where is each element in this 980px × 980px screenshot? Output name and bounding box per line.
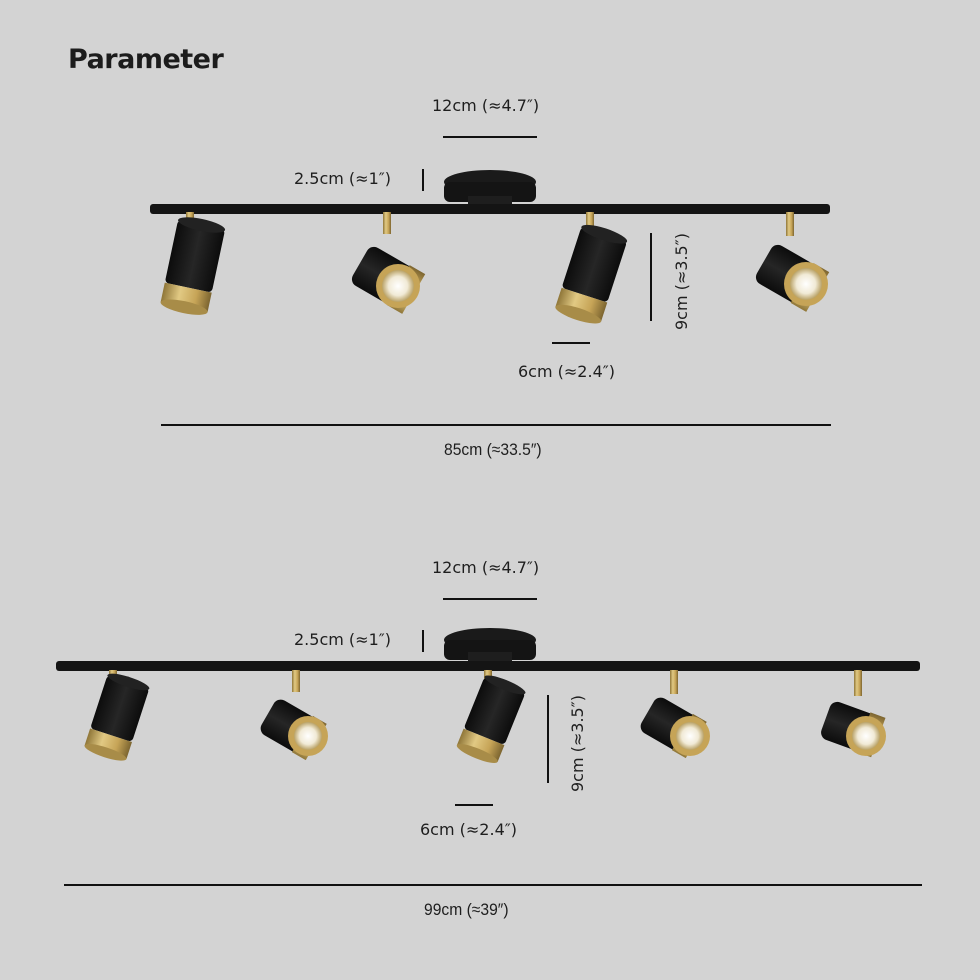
head-diameter-label: 6cm (≈2.4″) xyxy=(420,820,517,839)
total-length-dimension-line xyxy=(161,424,831,426)
track-light-4-head-illustration xyxy=(150,170,830,324)
canopy-height-dimension-line xyxy=(422,630,424,652)
canopy-width-label: 12cm (≈4.7″) xyxy=(432,96,540,115)
canopy-height-label: 2.5cm (≈1″) xyxy=(294,169,391,188)
page-title: Parameter xyxy=(68,44,224,75)
canopy-width-dimension-line xyxy=(443,598,537,600)
head-diameter-dimension-line xyxy=(552,342,590,344)
canopy-width-dimension-line xyxy=(443,136,537,138)
canopy-height-label: 2.5cm (≈1″) xyxy=(294,630,391,649)
head-height-label: 9cm (≈3.5″) xyxy=(672,233,691,330)
canopy-width-label: 12cm (≈4.7″) xyxy=(432,558,540,577)
head-height-dimension-line xyxy=(547,695,549,783)
track-light-5-head-illustration xyxy=(56,628,920,763)
head-diameter-label: 6cm (≈2.4″) xyxy=(518,362,615,381)
head-height-dimension-line xyxy=(650,233,652,321)
total-length-label: 99cm (≈39″) xyxy=(424,900,509,919)
head-diameter-dimension-line xyxy=(455,804,493,806)
canopy-height-dimension-line xyxy=(422,169,424,191)
head-height-label: 9cm (≈3.5″) xyxy=(568,695,587,792)
total-length-label: 85cm (≈33.5″) xyxy=(444,440,542,459)
total-length-dimension-line xyxy=(64,884,922,886)
